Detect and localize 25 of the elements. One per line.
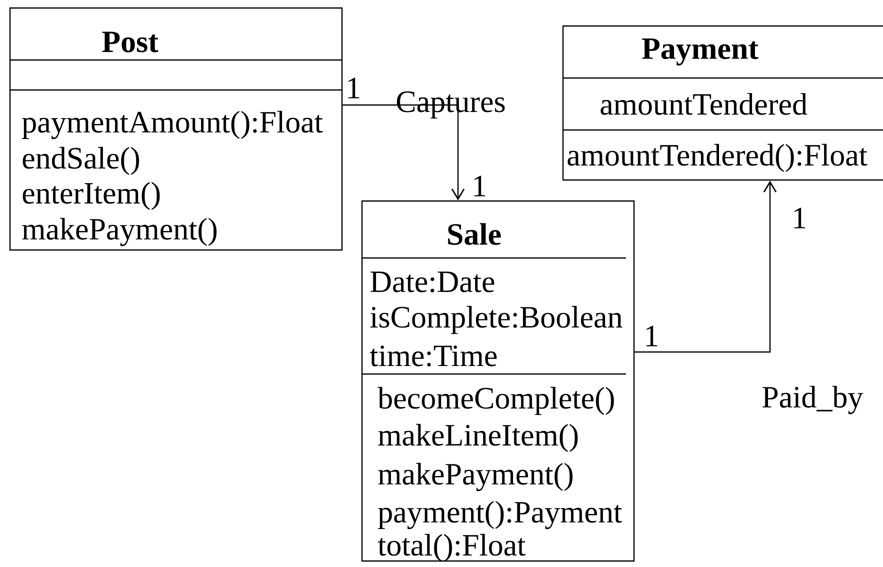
class-member: amountTendered():Float bbox=[568, 144, 868, 172]
multiplicity: 1 bbox=[474, 176, 486, 196]
class-member: makePayment() bbox=[378, 462, 573, 492]
class-member: endSale() bbox=[22, 146, 140, 176]
class-member: payment():Payment bbox=[378, 500, 622, 530]
class-member: makePayment() bbox=[22, 218, 217, 246]
class-member: time:Time bbox=[370, 346, 497, 366]
class-member: makeLineItem() bbox=[378, 424, 578, 452]
class-name: Payment bbox=[642, 38, 758, 66]
class-member: becomeComplete() bbox=[378, 386, 614, 416]
class-member: total():Float bbox=[378, 534, 526, 562]
association-arrow bbox=[634, 180, 777, 353]
association-arrow bbox=[342, 104, 465, 200]
class-member: isComplete:Boolean bbox=[370, 306, 622, 334]
class-member: paymentAmount():Float bbox=[22, 110, 323, 140]
class-member: amountTendered bbox=[600, 93, 808, 115]
multiplicity: 1 bbox=[794, 208, 806, 228]
multiplicity: 1 bbox=[646, 326, 658, 346]
edge-label: Captures bbox=[396, 91, 505, 119]
multiplicity: 1 bbox=[348, 78, 360, 98]
class-member: enterItem() bbox=[22, 182, 160, 210]
class-member: Date:Date bbox=[370, 272, 494, 292]
class-name: Sale bbox=[448, 223, 501, 245]
edge-label: Paid_by bbox=[762, 386, 864, 414]
class-name: Post bbox=[102, 32, 158, 52]
